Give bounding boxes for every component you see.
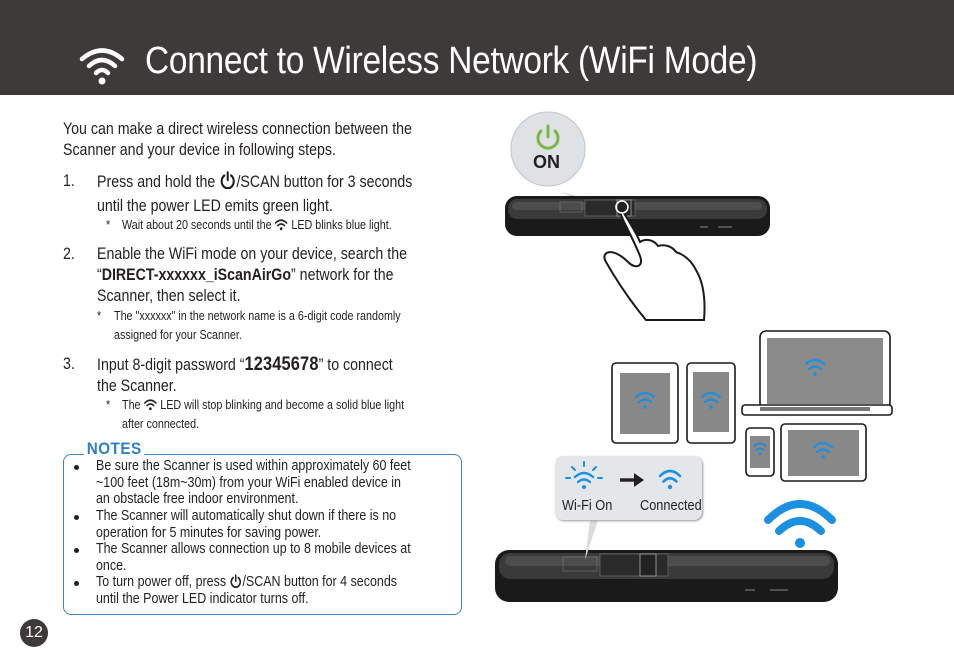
step-3-note-line-1: The LED will stop blinking and become a … bbox=[122, 396, 404, 415]
wifi-icon bbox=[658, 469, 682, 490]
step-2-line-2-post: ” network for the bbox=[291, 266, 394, 284]
step-2-line-3: Scanner, then select it. bbox=[97, 287, 241, 305]
intro-line-1: You can make a direct wireless connectio… bbox=[63, 120, 412, 138]
phone-illustration bbox=[745, 427, 775, 477]
note-4-line-2: until the Power LED indicator turns off. bbox=[96, 590, 309, 607]
step-1-note-post: LED blinks blue light. bbox=[288, 218, 392, 232]
note-2-line-1: The Scanner will automatically shut down… bbox=[96, 508, 397, 524]
arrow-right-icon bbox=[620, 473, 644, 487]
wifi-icon bbox=[634, 391, 656, 409]
wifi-icon bbox=[144, 399, 157, 411]
note-1-line-3: an obstacle free indoor environment. bbox=[96, 491, 299, 507]
note-2-line-2: operation for 5 minutes for saving power… bbox=[96, 524, 322, 541]
wifi-blinking-icon bbox=[565, 461, 603, 489]
hand-illustration bbox=[603, 208, 706, 321]
step-3-line-2: the Scanner. bbox=[97, 377, 177, 395]
note-3-line-1: The Scanner allows connection up to 8 mo… bbox=[96, 541, 411, 557]
legend-wifi-on-label: Wi-Fi On bbox=[562, 497, 613, 514]
step-3-number: 3. bbox=[63, 355, 75, 373]
step-2-line-1: Enable the WiFi mode on your device, sea… bbox=[97, 245, 407, 263]
step-3-line-1-pre: Input 8-digit password “ bbox=[97, 356, 245, 374]
bullet-dot bbox=[74, 548, 79, 553]
power-icon bbox=[220, 171, 235, 189]
wifi-icon bbox=[700, 391, 722, 409]
step-2-quote-open: “ bbox=[97, 266, 102, 284]
notes-heading: NOTES bbox=[84, 439, 145, 459]
step-3-note-post: LED will stop blinking and become a soli… bbox=[157, 398, 405, 412]
wifi-icon bbox=[764, 500, 836, 548]
step-2-note-line-1: The "xxxxxx" in the network name is a 6-… bbox=[114, 309, 401, 323]
page-number: 12 bbox=[20, 619, 48, 647]
step-1-note-pre: Wait about 20 seconds until the bbox=[122, 218, 275, 232]
step-3-note-line-2: after connected. bbox=[122, 417, 200, 431]
scanner-top bbox=[505, 196, 770, 236]
step-2-number: 2. bbox=[63, 245, 75, 263]
step-1-line-2: until the power LED emits green light. bbox=[97, 197, 333, 215]
bullet-dot bbox=[74, 515, 79, 520]
note-3-line-2: once. bbox=[96, 557, 127, 574]
power-icon bbox=[230, 574, 242, 588]
step-2-note-line-2: assigned for your Scanner. bbox=[114, 328, 242, 342]
step-1-note-star: * bbox=[106, 218, 111, 232]
tablet-illustration bbox=[611, 362, 679, 444]
wifi-status-legend bbox=[555, 456, 702, 520]
note-4-pre: To turn power off, press bbox=[96, 574, 230, 590]
password-value: 12345678 bbox=[244, 354, 319, 375]
step-3-note-star: * bbox=[106, 398, 111, 412]
bullet-dot bbox=[74, 581, 79, 586]
note-1-line-1: Be sure the Scanner is used within appro… bbox=[96, 458, 411, 474]
page-title: Connect to Wireless Network (WiFi Mode) bbox=[145, 40, 758, 82]
power-icon bbox=[536, 129, 560, 150]
wifi-icon bbox=[753, 442, 767, 456]
wifi-icon bbox=[804, 358, 826, 376]
bullet-dot bbox=[74, 465, 79, 470]
step-1-text-post: /SCAN button for 3 seconds bbox=[236, 173, 413, 191]
step-1-note: Wait about 20 seconds until the LED blin… bbox=[122, 216, 392, 235]
intro-line-2: Scanner and your device in following ste… bbox=[63, 141, 336, 159]
note-1-line-2: ~100 feet (18m~30m) from your WiFi enabl… bbox=[96, 474, 401, 491]
legend-pointer bbox=[585, 520, 598, 560]
wifi-icon bbox=[812, 441, 834, 459]
step-2-line-2: “DIRECT-xxxxxx_iScanAirGo” network for t… bbox=[97, 265, 394, 286]
tablet-illustration bbox=[686, 362, 736, 444]
laptop-illustration bbox=[741, 330, 893, 416]
step-1-number: 1. bbox=[63, 172, 75, 190]
notes-box bbox=[63, 454, 462, 615]
wifi-icon bbox=[79, 48, 125, 85]
step-3-note-pre: The bbox=[122, 398, 144, 412]
scanner-bottom bbox=[495, 550, 838, 602]
tablet-illustration bbox=[780, 423, 867, 482]
network-name: DIRECT-xxxxxx_iScanAirGo bbox=[101, 266, 292, 284]
note-4-line-1: To turn power off, press /SCAN button fo… bbox=[96, 574, 397, 591]
page-header: Connect to Wireless Network (WiFi Mode) bbox=[0, 0, 954, 95]
step-1-text-pre: Press and hold the bbox=[97, 173, 220, 191]
wifi-icon bbox=[275, 219, 288, 231]
step-2-note-star: * bbox=[97, 309, 102, 323]
step-1-line-1: Press and hold the /SCAN button for 3 se… bbox=[97, 171, 412, 193]
step-3-line-1-post: ” to connect bbox=[318, 356, 393, 374]
on-label: ON bbox=[533, 152, 560, 172]
legend-connected-label: Connected bbox=[640, 497, 702, 514]
note-4-post: /SCAN button for 4 seconds bbox=[242, 574, 398, 590]
step-3-line-1: Input 8-digit password “12345678” to con… bbox=[97, 354, 393, 376]
